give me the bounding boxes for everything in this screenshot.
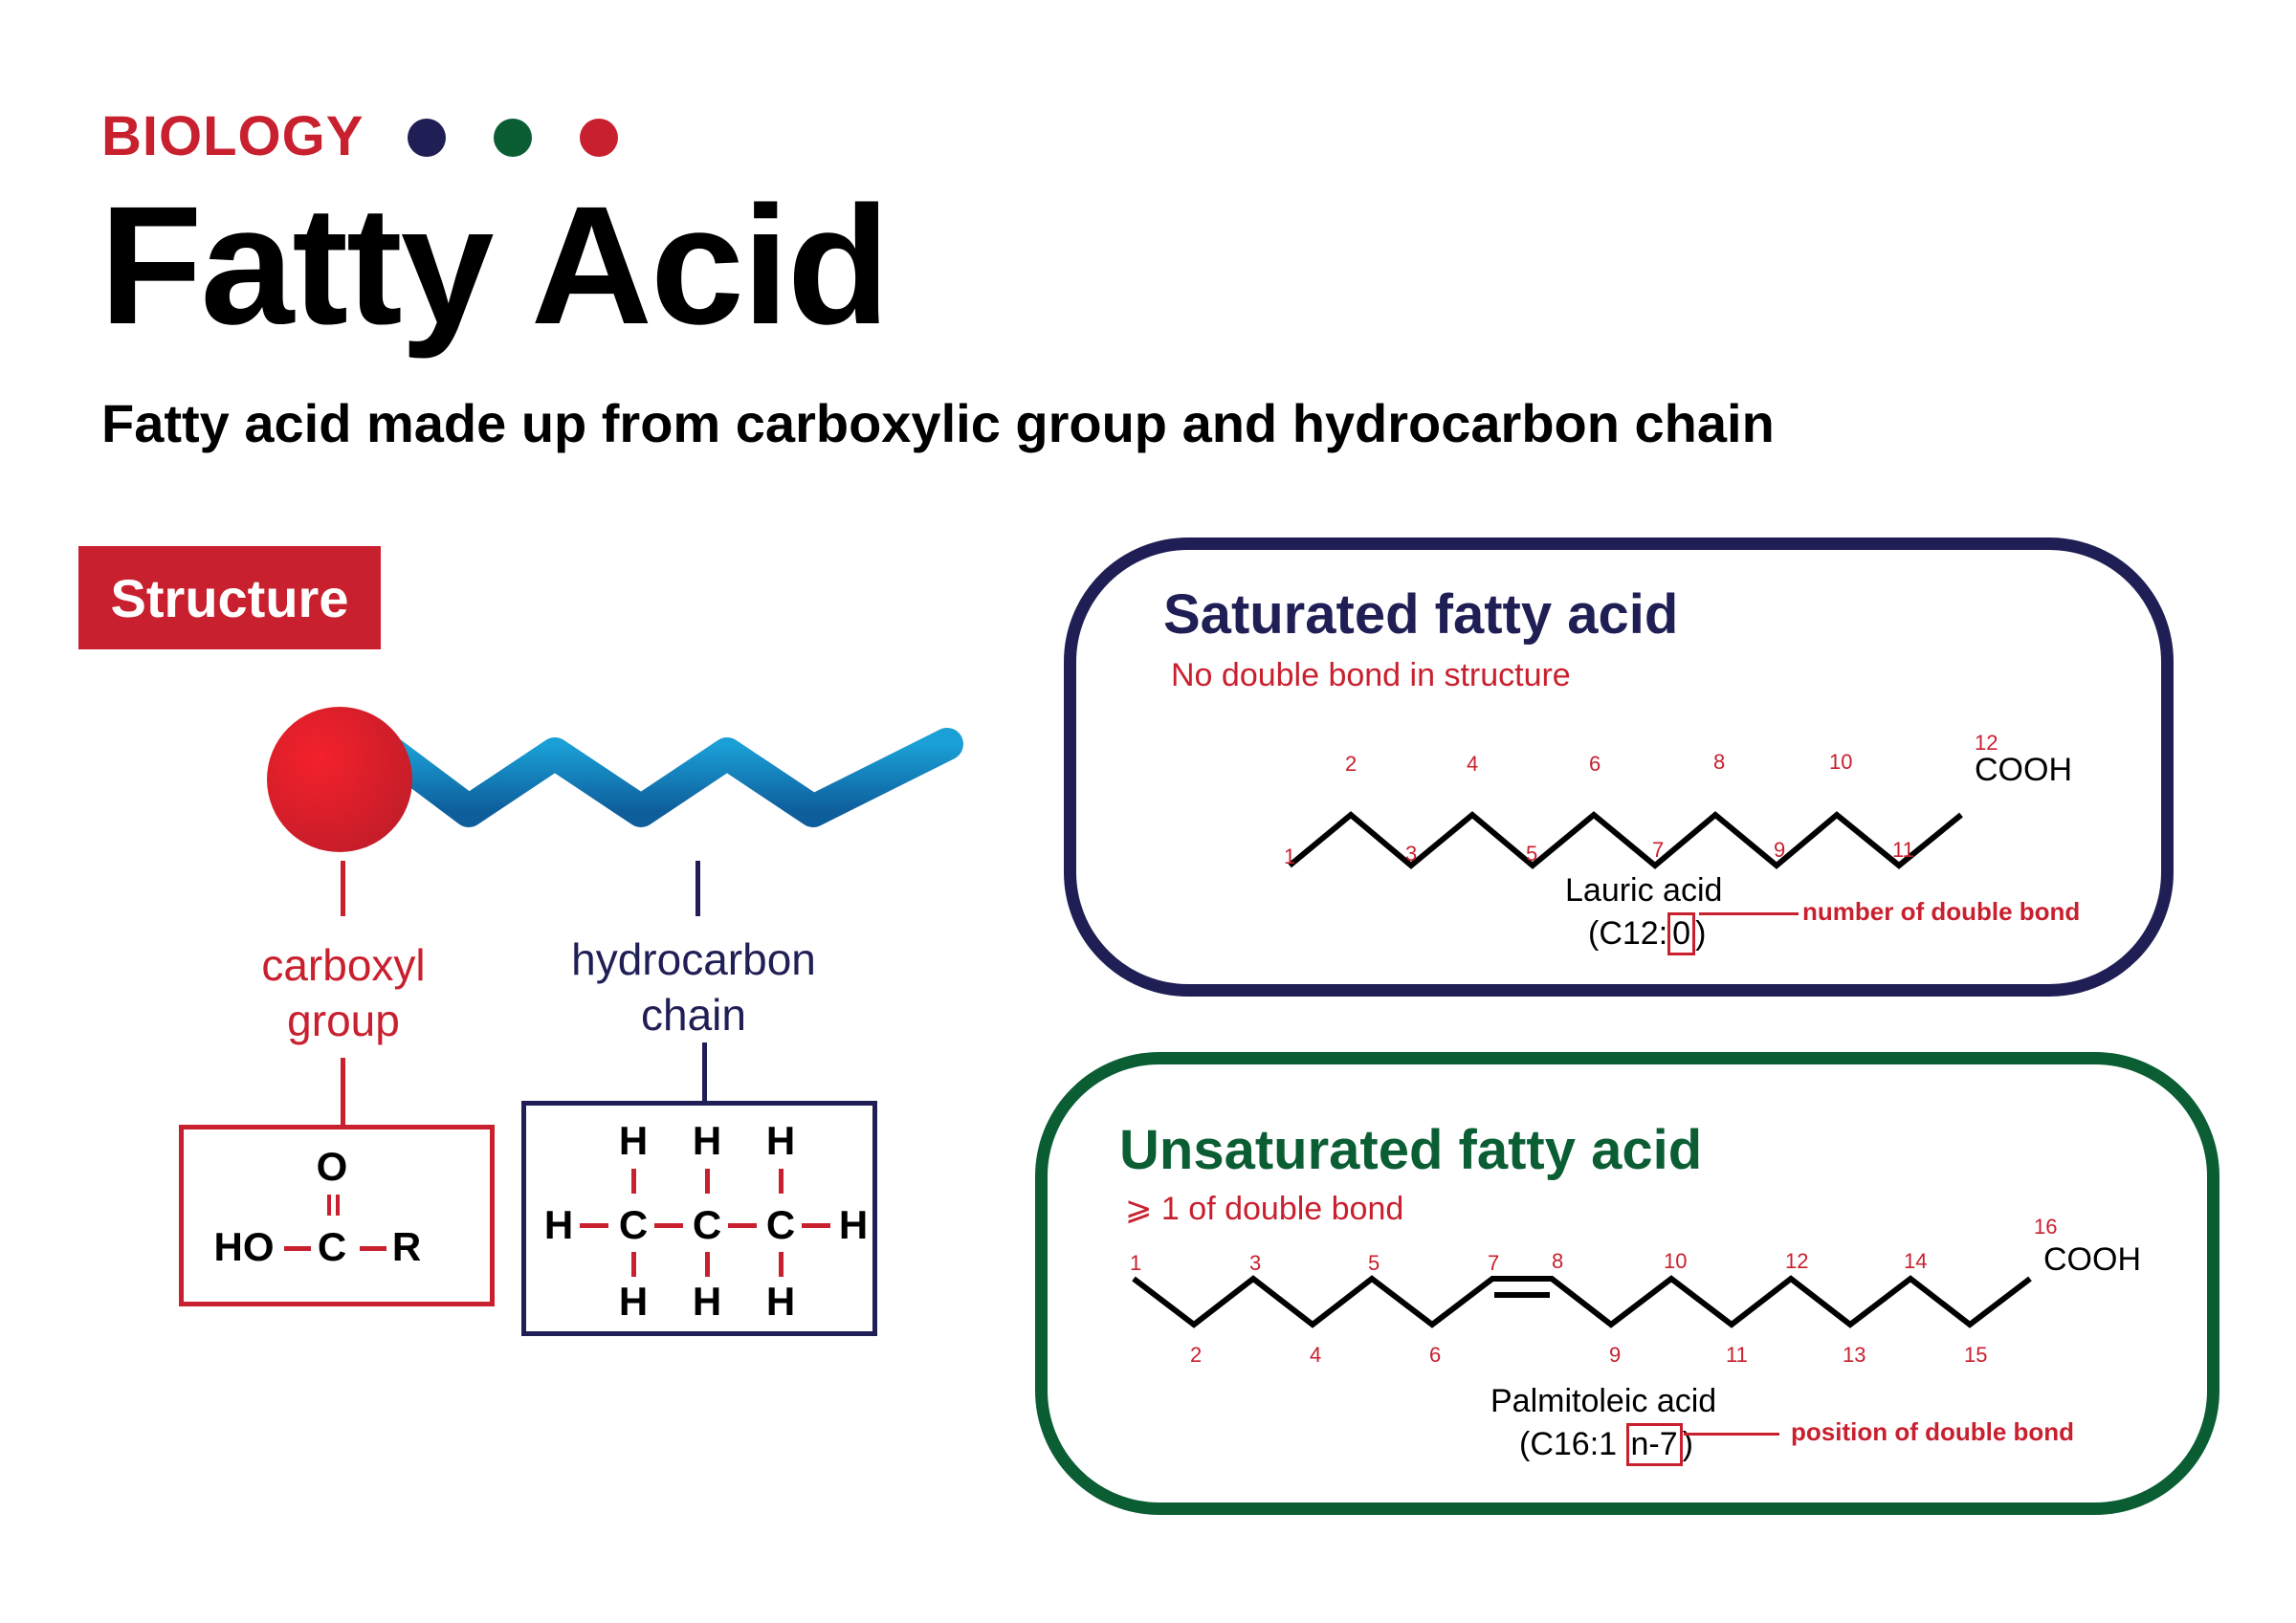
carbon-number: 11: [1726, 1343, 1748, 1367]
carbon-number: 1: [1284, 844, 1296, 868]
carbon-number: 12: [1785, 1249, 1809, 1273]
carbon-number: 4: [1310, 1343, 1322, 1367]
hydrocarbon-connector-line: [695, 861, 700, 916]
single-bond: [631, 1252, 636, 1277]
single-bond: [779, 1252, 784, 1277]
carbon-number: 9: [1609, 1343, 1622, 1367]
page-title: Fatty Acid: [99, 172, 890, 360]
hydrocarbon-chain-label: hydrocarbon chain: [571, 934, 816, 1040]
carbon-number: 12: [1975, 731, 1998, 755]
carboxyl-head-icon: [267, 707, 412, 852]
carbon-number: 2: [1345, 752, 1358, 776]
hydrocarbon-formula-box: H H H H C C C H H H H: [521, 1101, 877, 1336]
single-bond: [654, 1223, 683, 1228]
unsaturated-title: Unsaturated fatty acid: [1119, 1119, 1703, 1181]
hydrogen-atom: H: [692, 1279, 722, 1324]
annotation-leader-line: [1684, 1433, 1779, 1436]
carbon-atom: C: [765, 1202, 796, 1247]
carbon-number: 13: [1843, 1343, 1866, 1367]
hydrogen-atom: H: [838, 1202, 869, 1247]
carbon-number: 7: [1488, 1251, 1500, 1275]
single-bond: [728, 1223, 757, 1228]
carbon-number: 8: [1713, 750, 1726, 774]
carbon-number: 8: [1552, 1249, 1564, 1273]
double-bond-right: [336, 1195, 340, 1216]
carbon-atom: C: [618, 1202, 649, 1247]
carbon-number: 3: [1405, 842, 1418, 866]
carboxyl-formula-connector: [341, 1058, 345, 1125]
carboxyl-end-group: COOH: [1975, 752, 2072, 788]
hydrogen-atom: H: [618, 1118, 649, 1163]
single-bond: [360, 1246, 386, 1251]
saturated-subtitle: No double bond in structure: [1171, 657, 1571, 693]
hydroxyl-group: HO: [213, 1224, 275, 1269]
structure-badge: Structure: [78, 546, 381, 649]
hydrogen-atom: H: [692, 1118, 722, 1163]
double-bond-position-highlight: n-7: [1625, 1423, 1683, 1466]
hydrogen-atom: H: [765, 1279, 796, 1324]
carbon-number: 14: [1904, 1249, 1928, 1273]
single-bond: [802, 1223, 830, 1228]
carbon-atom: C: [317, 1224, 347, 1269]
hydrogen-atom: H: [618, 1279, 649, 1324]
position-of-double-bond-annotation: position of double bond: [1791, 1417, 2075, 1446]
single-bond: [705, 1169, 710, 1194]
carbon-number: 6: [1429, 1343, 1442, 1367]
single-bond: [284, 1246, 311, 1251]
hydrocarbon-tail-icon: [376, 728, 963, 827]
oxygen-atom: O: [316, 1144, 348, 1189]
single-bond: [580, 1223, 608, 1228]
fatty-acid-molecule-illustration: [267, 707, 963, 852]
saturated-fatty-acid-card: [1064, 537, 2174, 997]
red-dot-icon: [580, 119, 618, 157]
saturated-title: Saturated fatty acid: [1163, 583, 1679, 646]
annotation-leader-line: [1699, 912, 1799, 915]
palmitoleic-acid-formula: (C16:1 n-7): [1519, 1423, 1693, 1466]
subject-kicker: BIOLOGY: [101, 105, 364, 167]
single-bond: [631, 1169, 636, 1194]
carbon-number: 1: [1130, 1251, 1142, 1275]
green-dot-icon: [494, 119, 532, 157]
lauric-acid-formula: (C12:0): [1588, 912, 1706, 955]
carbon-number: 3: [1249, 1251, 1262, 1275]
carbon-atom: C: [692, 1202, 722, 1247]
carbon-number: 5: [1526, 842, 1538, 866]
page-subtitle: Fatty acid made up from carboxylic group…: [101, 393, 1775, 453]
carboxyl-group-label: carboxyl group: [261, 940, 426, 1045]
lauric-acid-name: Lauric acid: [1565, 872, 1723, 909]
carbon-number: 4: [1467, 752, 1479, 776]
single-bond: [779, 1169, 784, 1194]
unsaturated-fatty-acid-card: [1035, 1052, 2219, 1515]
carbon-number: 11: [1892, 838, 1914, 862]
double-bond-count-highlight: 0: [1667, 912, 1696, 955]
unsaturated-subtitle: ⩾ 1 of double bond: [1125, 1191, 1404, 1227]
carbon-number: 10: [1664, 1249, 1688, 1273]
double-bond-left: [327, 1195, 331, 1216]
carbon-number: 2: [1190, 1343, 1203, 1367]
r-group: R: [391, 1224, 422, 1269]
carboxyl-connector-line: [341, 861, 345, 916]
navy-dot-icon: [408, 119, 446, 157]
carboxyl-formula-box: O HO C R: [179, 1125, 495, 1306]
palmitoleic-acid-name: Palmitoleic acid: [1490, 1383, 1717, 1419]
carbon-number: 6: [1589, 752, 1601, 776]
carbon-number: 16: [2034, 1215, 2058, 1239]
carbon-number: 10: [1829, 750, 1853, 774]
carbon-number: 15: [1964, 1343, 1988, 1367]
number-of-double-bond-annotation: number of double bond: [1802, 897, 2081, 926]
hydrogen-atom: H: [765, 1118, 796, 1163]
carbon-number: 7: [1652, 838, 1665, 862]
structure-badge-label: Structure: [110, 567, 349, 628]
hydrogen-atom: H: [543, 1202, 574, 1247]
hydrocarbon-formula-connector: [702, 1042, 707, 1102]
carbon-number: 9: [1774, 838, 1786, 862]
carbon-number: 5: [1368, 1251, 1380, 1275]
single-bond: [705, 1252, 710, 1277]
carboxyl-end-group: COOH: [2043, 1241, 2141, 1278]
